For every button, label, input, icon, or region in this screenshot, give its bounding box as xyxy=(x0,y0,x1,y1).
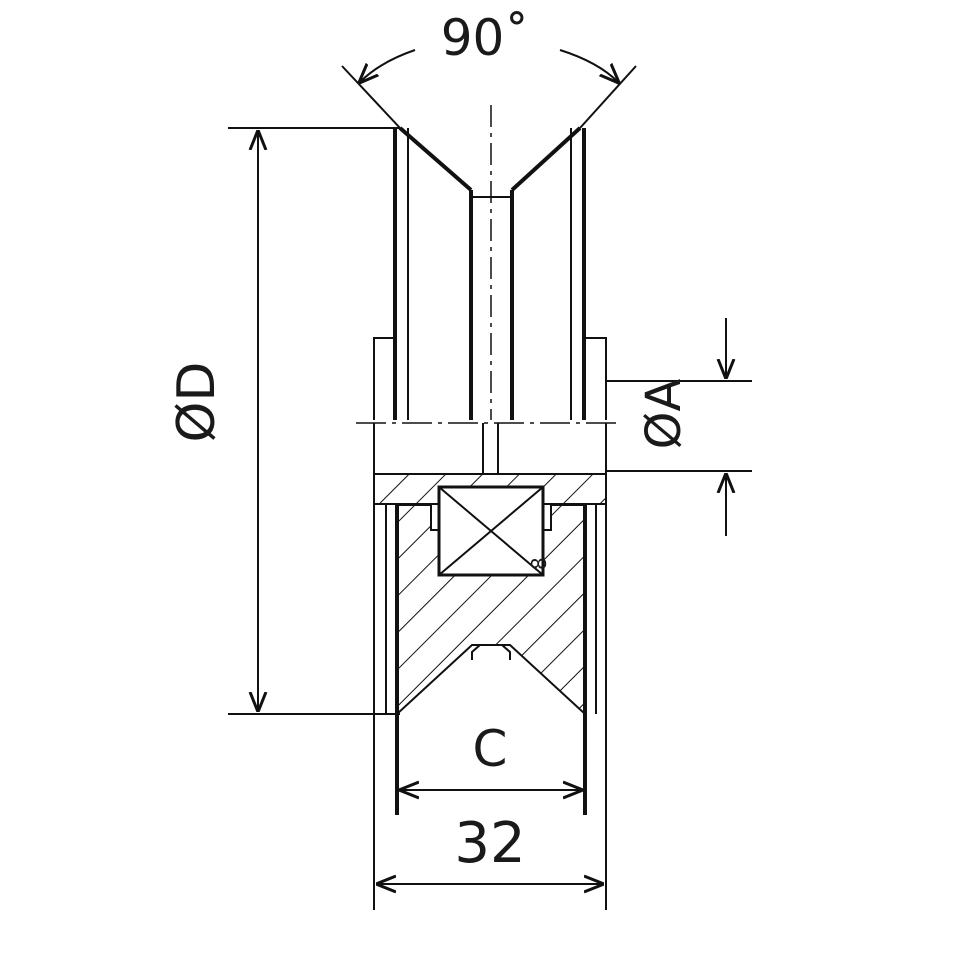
angle-label: 90˚ xyxy=(441,9,530,67)
dimension-32 xyxy=(373,474,607,910)
diameter-d-label: ØD xyxy=(167,362,227,443)
pulley-profile xyxy=(373,126,607,420)
diameter-a-label: ØA xyxy=(636,379,692,450)
bearing-mark: 8 xyxy=(527,557,551,570)
dimension-od xyxy=(228,127,400,715)
overall-width-label: 32 xyxy=(454,811,525,876)
groove-width-label: C xyxy=(473,720,508,778)
dimension-oa xyxy=(606,318,752,536)
angle-dimension xyxy=(341,49,637,129)
